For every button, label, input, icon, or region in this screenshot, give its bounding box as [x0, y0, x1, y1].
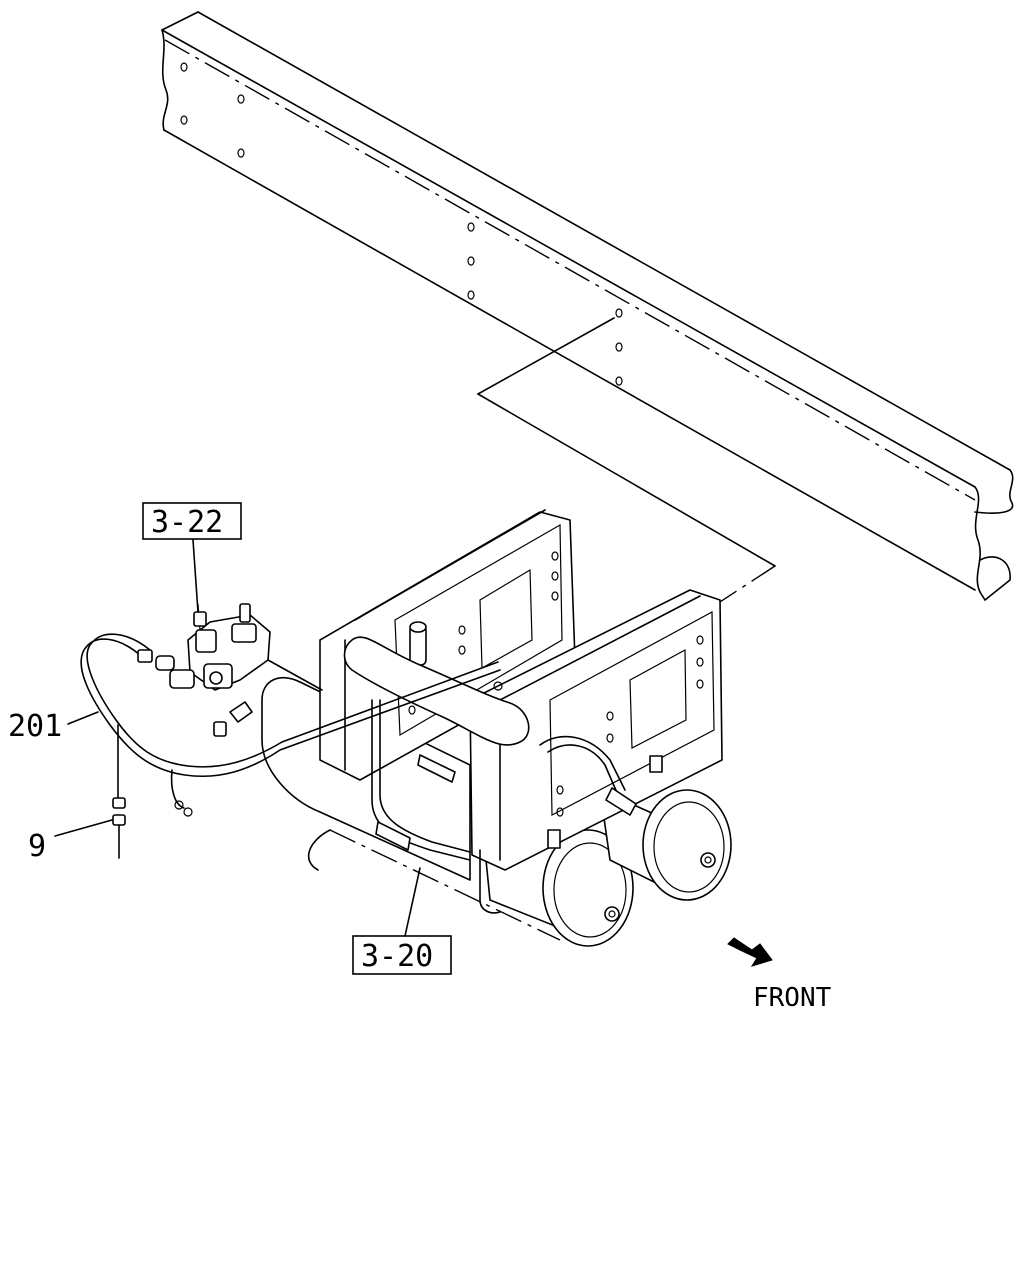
callout-9: 9	[28, 819, 113, 864]
front-arrow-icon	[727, 937, 773, 967]
callout-201: 201	[8, 709, 99, 744]
front-direction-indicator: FRONT	[727, 937, 832, 1013]
callout-label-3-20: 3-20	[361, 939, 433, 974]
callout-3-22: 3-22	[142, 502, 242, 613]
control-valve	[155, 603, 323, 691]
air-tank-assembly	[261, 509, 732, 947]
callout-label-201: 201	[8, 709, 62, 744]
mount-reference-lines	[477, 317, 776, 616]
frame-rail	[161, 11, 1014, 601]
callout-label-3-22: 3-22	[151, 505, 223, 540]
callout-3-20: 3-20	[352, 867, 452, 975]
rail-holes	[180, 62, 623, 386]
front-label: FRONT	[753, 983, 832, 1013]
callout-label-9: 9	[28, 829, 46, 864]
wiring-harness	[80, 633, 503, 817]
harness-clips	[112, 797, 126, 859]
